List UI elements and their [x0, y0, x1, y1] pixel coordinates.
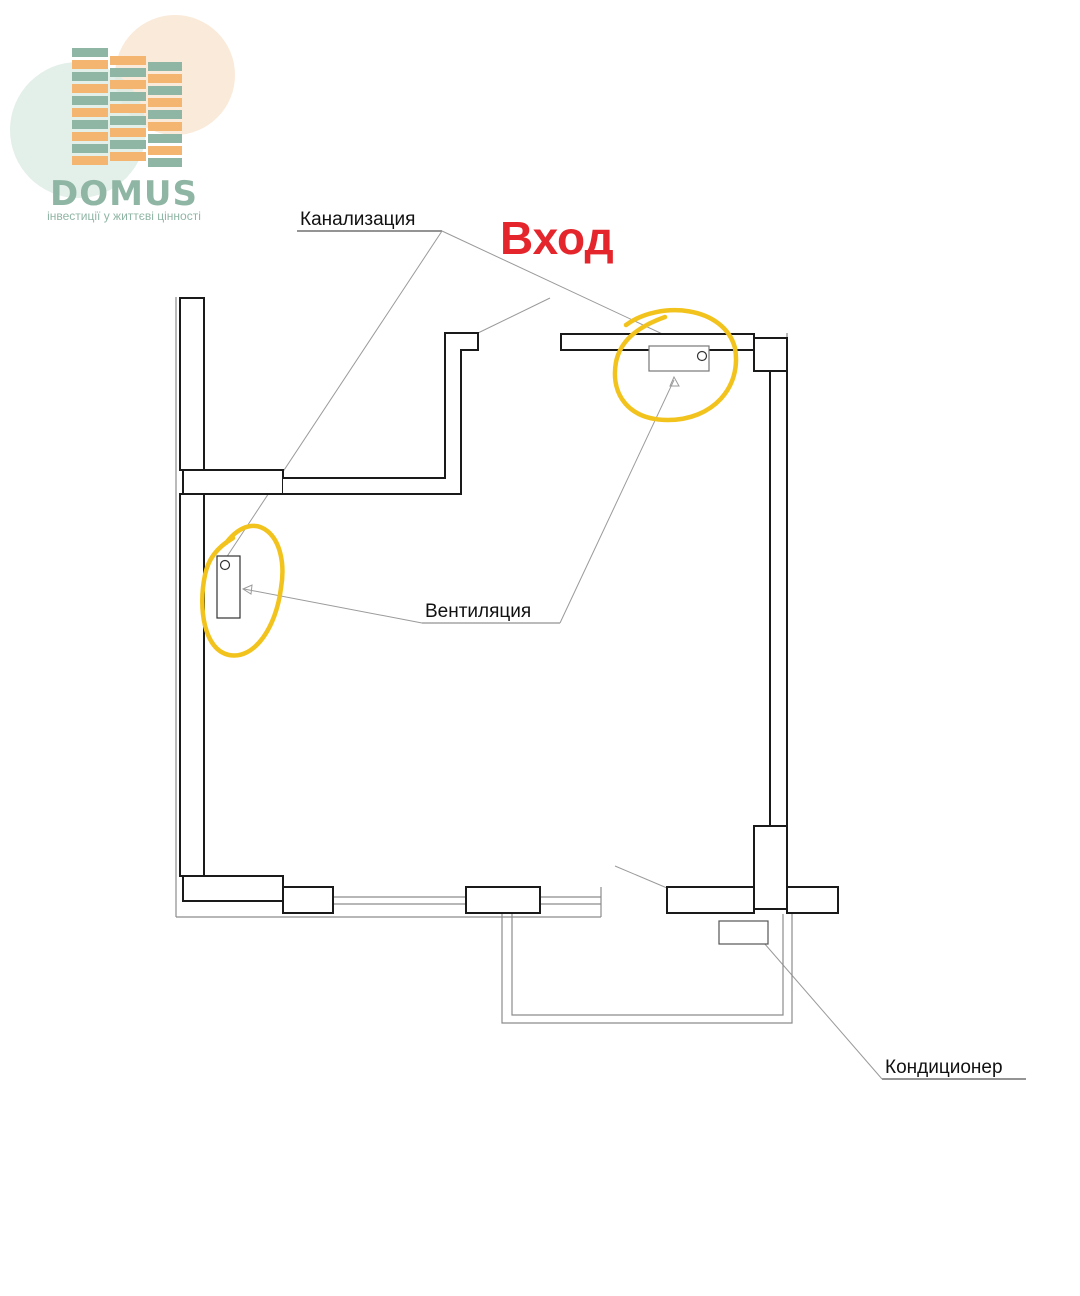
sewer-leader-right: [441, 230, 702, 353]
balcony-outer: [501, 914, 793, 1024]
entrance-label: Вход: [500, 212, 614, 264]
bottom-wall-right: [666, 886, 755, 914]
leader-lines: [225, 230, 883, 1080]
right-wall: [769, 370, 788, 827]
left-wall-lower: [179, 493, 205, 877]
bottom-window-pier-1: [282, 886, 334, 914]
ventilation-arrowhead-right: [669, 375, 680, 387]
door-swing-bottom: [614, 865, 668, 889]
left-wall-junction: [182, 469, 284, 495]
domus-logo: DOMUS інвестиції у життєві цінності: [10, 15, 235, 223]
top-right-column: [753, 337, 788, 372]
highlights: [200, 307, 739, 658]
bottom-window-pier-2: [465, 886, 541, 914]
logo-tagline: інвестиції у життєві цінності: [47, 209, 201, 223]
ventilation-label: Вентиляция: [425, 601, 531, 622]
balcony: [501, 914, 793, 1024]
air-conditioner-label: Кондиционер: [885, 1057, 1003, 1078]
ventilation-arrowhead-left: [241, 584, 253, 595]
leader-arrowheads: [241, 375, 680, 595]
corridor-wall: [283, 332, 479, 495]
highlight-circle-top: [612, 307, 739, 423]
building-icon: [72, 48, 182, 167]
air-conditioner-unit: [718, 920, 769, 945]
sewer-label: Канализация: [300, 209, 415, 230]
walls: [179, 297, 839, 914]
highlight-circle-left: [200, 523, 285, 658]
ventilation-leader-left: [243, 588, 423, 624]
left-wall-upper: [179, 297, 205, 471]
bottom-left-wall: [182, 875, 284, 902]
air-conditioner-leader: [763, 942, 883, 1080]
sewer-leader-left: [225, 230, 443, 559]
sewer-pipe-left-icon: [219, 559, 231, 571]
door-swing-top: [477, 297, 551, 334]
bottom-wall-end: [786, 886, 839, 914]
sewer-pipe-top-icon: [696, 350, 708, 362]
bottom-right-column: [753, 825, 788, 910]
balcony-inner: [511, 914, 784, 1016]
ventilation-leader-right: [559, 379, 675, 624]
utilities: [216, 345, 769, 945]
ventilation-shaft-left: [216, 555, 241, 619]
logo-wordmark: DOMUS: [50, 174, 198, 214]
